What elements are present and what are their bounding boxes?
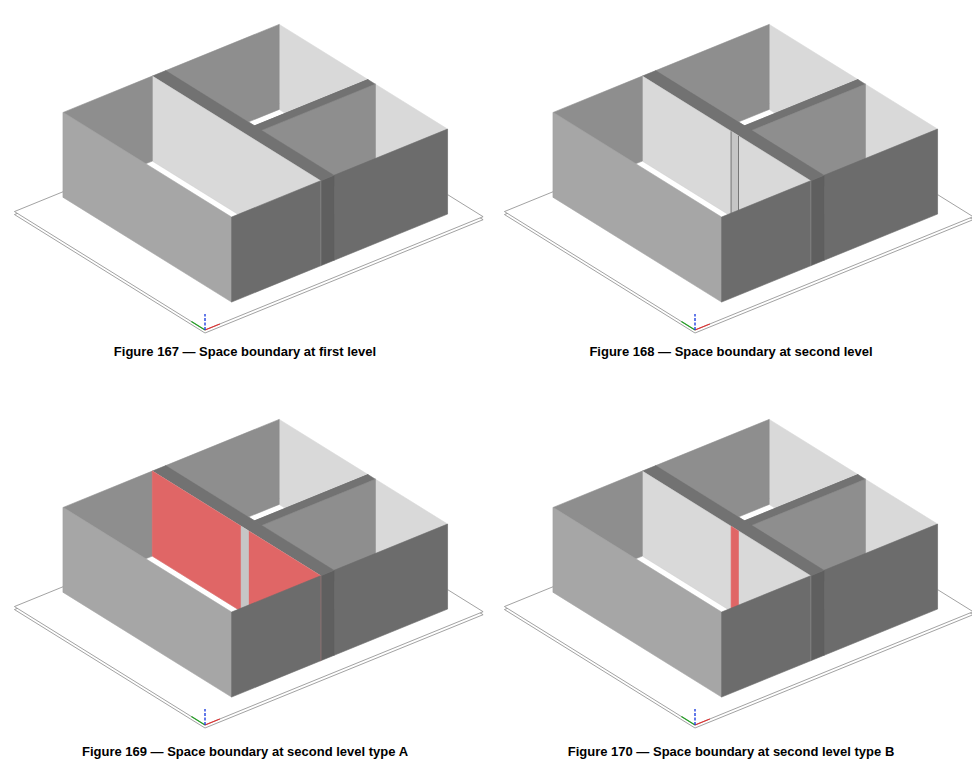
y-axis (681, 322, 695, 330)
room-model (504, 419, 972, 728)
separating-wall (321, 175, 335, 266)
figure-caption: Figure 168 — Space boundary at second le… (490, 343, 972, 361)
room-model (504, 24, 972, 333)
x-axis (205, 719, 220, 725)
figure-caption: Figure 169 — Space boundary at second le… (0, 743, 490, 761)
wall-outer-face (63, 112, 231, 302)
y-axis (191, 717, 205, 725)
figure-caption: Figure 167 — Space boundary at first lev… (0, 343, 490, 361)
wall-outer-face (63, 507, 231, 697)
separating-wall (811, 570, 825, 661)
boundary-split-line (738, 136, 739, 221)
wall-outer-face (722, 181, 811, 302)
boundary-split-line (731, 131, 732, 216)
z-axis (204, 314, 205, 330)
z-axis (204, 709, 205, 725)
figure-caption: Figure 170 — Space boundary at second le… (490, 743, 972, 761)
wall-outer-face (553, 507, 721, 697)
wall-outer-face (824, 129, 937, 260)
room-model (14, 419, 483, 728)
wall-outer-face (232, 181, 321, 302)
separating-wall (321, 570, 335, 661)
y-axis (681, 717, 695, 725)
wall-outer-face (232, 576, 321, 697)
wall-outer-face (553, 112, 721, 302)
x-axis (205, 324, 220, 330)
highlighted-boundary (731, 526, 738, 616)
boundary-split (241, 526, 248, 616)
x-axis (695, 324, 710, 330)
wall-outer-face (722, 576, 811, 697)
room-model (14, 24, 483, 333)
boundary-split (731, 131, 738, 221)
separating-wall (811, 175, 825, 266)
wall-outer-face (824, 524, 937, 655)
wall-outer-face (334, 129, 447, 260)
wall-outer-face (334, 524, 447, 655)
z-axis (694, 314, 695, 330)
z-axis (694, 709, 695, 725)
y-axis (191, 322, 205, 330)
x-axis (695, 719, 710, 725)
